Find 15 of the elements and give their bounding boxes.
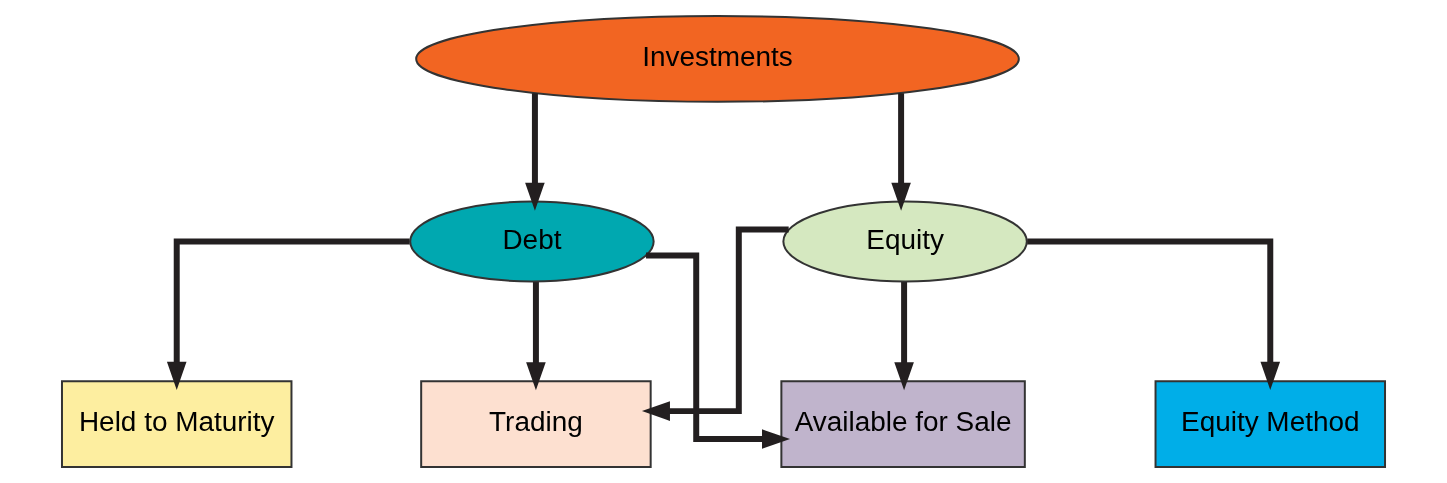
- arrow: [894, 282, 914, 391]
- node-ellipse: Debt: [409, 200, 655, 283]
- arrow: [526, 282, 546, 391]
- node-box: Equity Method: [1154, 380, 1386, 468]
- arrow: [646, 252, 791, 449]
- arrow: [891, 93, 911, 211]
- arrow: [525, 93, 545, 211]
- node-ellipse: Investments: [415, 15, 1020, 103]
- node-ellipse: Equity: [782, 200, 1028, 283]
- arrow: [641, 226, 789, 421]
- arrow: [1027, 238, 1281, 390]
- node-box: Available for Sale: [780, 380, 1026, 468]
- arrow: [166, 238, 410, 390]
- node-box: Trading: [420, 380, 652, 468]
- node-box: Held to Maturity: [61, 380, 293, 468]
